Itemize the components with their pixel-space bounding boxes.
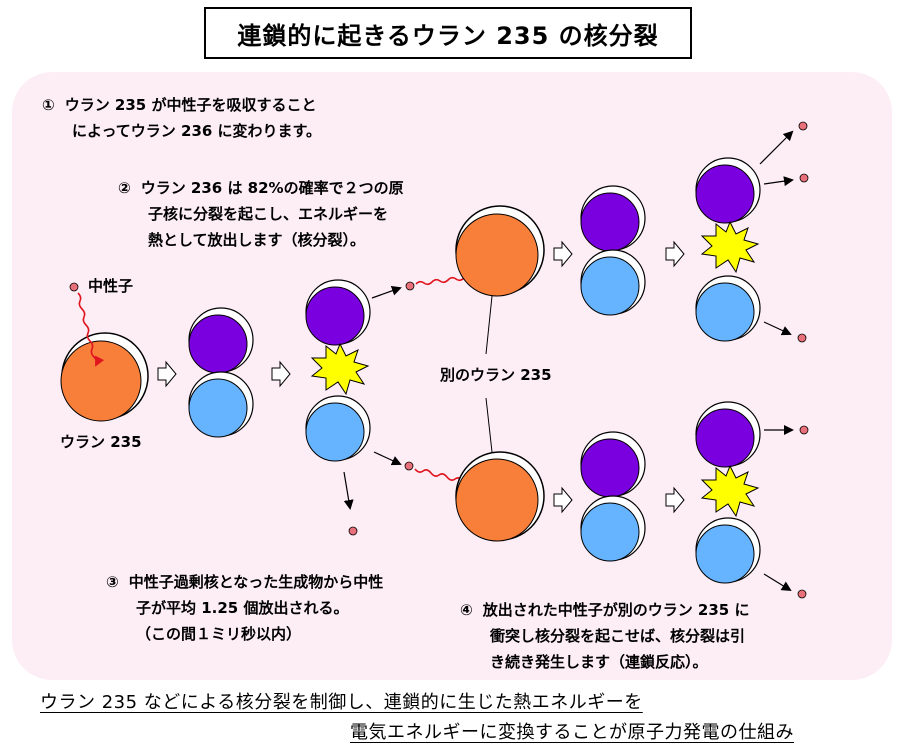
note-4-line2: 衝突し核分裂を起こせば、核分裂は引 [490,627,746,645]
note-3: ③ 中性子過剰核となった生成物から中性 子が平均 1.25 個放出される。 （この… [106,569,383,647]
emitted-neutron-3 [348,526,358,536]
final-neutron-1 [798,121,808,131]
other-uranium-bottom [455,451,545,542]
block-arrow-upper-2 [665,240,685,268]
final-neutron-2 [799,173,809,183]
other-uranium-top [455,205,545,297]
fragment-purple-1 [305,279,371,346]
note-2-line3: 熱として放出します（核分裂）。 [148,231,366,249]
note-3-line1: 中性子過剰核となった生成物から中性 [128,573,384,591]
note-2-line1: ウラン 236 は 82%の確率で２つの原 [140,179,404,197]
note-2-number: ② [118,179,131,197]
other-uranium-label: 別のウラン 235 [440,366,552,384]
emit-arrow-3 [343,471,354,510]
neutron-path-1 [77,292,105,367]
emitted-neutron-1 [405,281,415,291]
title-box: 連鎖的に起きるウラン 235 の核分裂 [204,7,692,59]
final-neutron-5 [797,589,807,599]
block-arrow-upper-1 [553,240,573,268]
note-1-line2: によってウラン 236 に変わります。 [72,122,322,140]
summary-line-1: ウラン 235 などによる核分裂を制御し、連鎖的に生じた熱エネルギーを [40,692,643,713]
fission-lower [695,401,761,584]
note-3-line2: 子が平均 1.25 個放出される。 [136,599,349,617]
u236-split-bottom [188,371,254,438]
block-arrow-lower-2 [665,486,685,514]
note-4-line3: き続き発生します（連鎖反応）。 [490,653,708,671]
fragment-blue-1 [305,395,371,462]
note-4-number: ④ [460,601,473,619]
final-arrow-5 [763,573,792,592]
note-1: ① ウラン 235 が中性子を吸収すること によってウラン 236 に変わります。 [42,92,321,144]
final-arrow-1 [759,130,794,165]
u236-split-top [188,307,254,374]
emit-arrow-1 [371,285,402,299]
final-neutron-4 [799,425,809,435]
initial-uranium [60,332,149,422]
note-3-number: ③ [106,573,119,591]
note-3-line3: （この間１ミリ秒以内） [136,625,302,643]
note-1-number: ① [42,96,55,114]
incoming-neutron [69,282,79,292]
block-arrow-1 [157,360,177,388]
split-pair-lower [580,431,646,562]
summary-line-2: 電気エネルギーに変換することが原子力発電の仕組み [350,722,794,743]
emit-arrow-2 [373,451,402,466]
final-neutron-3 [797,333,807,343]
note-1-line1: ウラン 235 が中性子を吸収すること [64,96,317,114]
block-arrow-lower-1 [553,486,573,514]
diagram-title: 連鎖的に起きるウラン 235 の核分裂 [237,21,659,50]
block-arrow-2 [271,360,291,388]
emitted-neutron-2 [404,461,414,471]
energy-flash-1 [310,342,370,396]
neutron-label: 中性子 [88,277,134,295]
uranium-label: ウラン 235 [60,433,142,451]
leader-line-bottom [485,397,493,453]
final-arrow-2 [763,176,794,187]
note-4-line1: 放出された中性子が別のウラン 235 に [482,601,750,619]
note-2-line2: 子核に分裂を起こし、エネルギーを [148,205,389,223]
final-arrow-3 [763,321,792,336]
fission-upper [695,157,761,342]
split-pair-upper [580,185,646,316]
leader-line-top [485,295,493,355]
